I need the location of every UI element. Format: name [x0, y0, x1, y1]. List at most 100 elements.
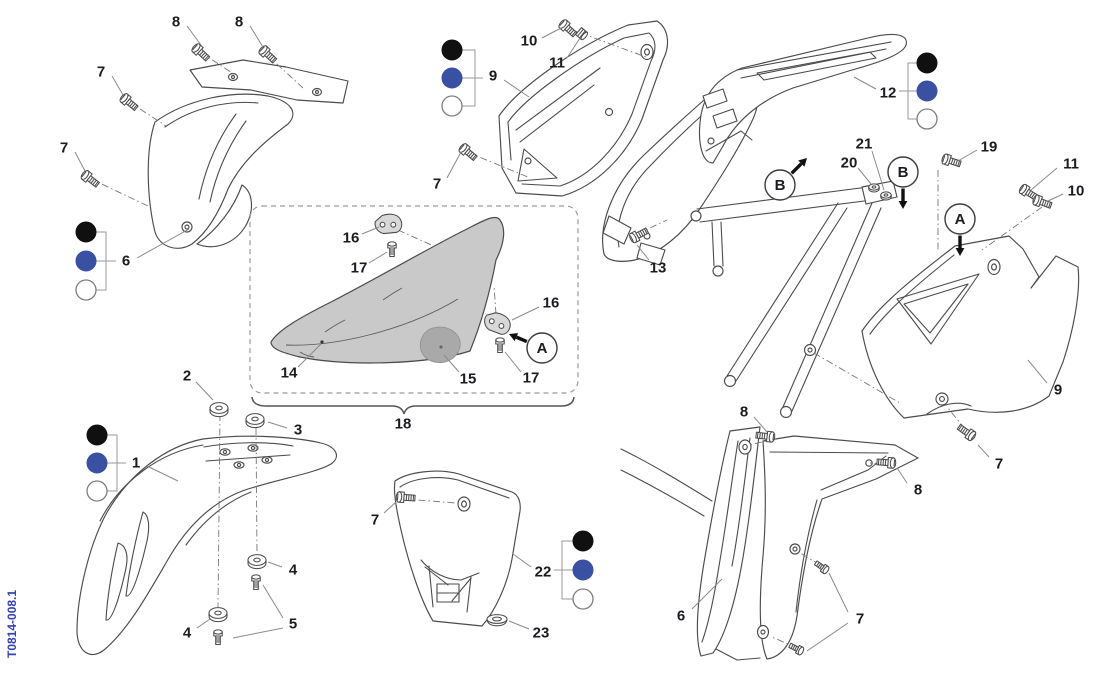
assembly-guide-line [255, 427, 258, 554]
callout-leader-line [267, 421, 288, 429]
part-callout-7: 7 [433, 176, 441, 193]
hex-bolt-icon [395, 491, 416, 504]
grommet-icon [486, 614, 508, 627]
part-callout-7: 7 [995, 456, 1003, 473]
washer-sm-icon [868, 183, 880, 193]
view-badge-letter-B: B [898, 164, 909, 181]
callout-leader-line [541, 27, 562, 39]
seat-drawing [270, 216, 505, 364]
assembly-guide-line [493, 285, 497, 315]
view-badge-letter-A: A [955, 211, 966, 228]
subframe-drawing [690, 180, 898, 419]
assembly-guide-line [981, 206, 1043, 251]
hex-bolt-icon [755, 430, 776, 443]
color-swatch-white [86, 480, 108, 502]
assembly-guide-line [813, 352, 901, 404]
part-callout-6: 6 [122, 253, 130, 270]
hex-bolt-icon [876, 456, 897, 469]
part-callout-7: 7 [60, 140, 68, 157]
callout-leader-line [297, 343, 322, 368]
callout-leader-line [195, 381, 214, 401]
screw-icon [251, 574, 261, 591]
color-options-group [86, 424, 126, 502]
color-swatch-white [916, 108, 938, 130]
hex-bolt-icon [1018, 183, 1039, 201]
part-callout-11: 11 [549, 55, 565, 72]
washer-sm-icon [880, 191, 892, 201]
view-badge-arrow-shaft [515, 335, 528, 344]
callout-leader-line [503, 79, 530, 98]
part-callout-10: 10 [1068, 183, 1085, 200]
callout-leader-line [806, 622, 849, 652]
callout-leader-line [74, 151, 86, 172]
callout-leader-line [262, 584, 284, 619]
part-callout-23: 23 [533, 625, 550, 642]
callout-leader-line [249, 25, 264, 48]
hex-bolt-icon [629, 227, 650, 244]
callout-leader-line [1030, 167, 1058, 191]
assembly-guide-line [217, 413, 221, 608]
color-swatch-blue [916, 80, 938, 102]
color-options-group [75, 221, 116, 301]
callout-leader-line [186, 25, 202, 46]
hex-bolt-icon [941, 153, 962, 168]
screw-icon [213, 629, 223, 646]
screw-icon [813, 560, 830, 575]
front-fender-drawing [76, 435, 338, 656]
seat-reference-point [320, 340, 324, 344]
color-swatch-white [572, 588, 594, 610]
part-callout-20: 20 [841, 155, 858, 172]
view-badge-arrow-shaft [790, 162, 803, 175]
hex-bolt-icon [191, 43, 211, 62]
view-badge-letter-A: A [537, 340, 548, 357]
screw-icon [495, 337, 505, 354]
callout-leader-line [896, 467, 908, 484]
front-number-plate-drawing [393, 470, 521, 627]
color-options-group [441, 39, 483, 117]
color-swatch-blue [75, 250, 97, 272]
color-swatch-white [75, 279, 97, 301]
part-callout-2: 2 [183, 368, 191, 385]
callout-leader-line [146, 465, 179, 482]
part-callout-8: 8 [235, 14, 243, 31]
color-swatch-black [441, 39, 463, 61]
part-callout-4: 4 [183, 625, 192, 642]
color-options-group [899, 52, 938, 130]
part-callout-10: 10 [521, 33, 538, 50]
document-code: T0814-008.1 [5, 590, 19, 658]
part-callout-9: 9 [489, 68, 497, 85]
callout-leader-line [508, 620, 530, 630]
view-badge-arrowhead [955, 248, 965, 256]
front-fork-guard-drawing [147, 59, 349, 249]
callout-leader-line [828, 572, 849, 613]
callout-leader-line [111, 75, 124, 96]
view-badge-circle-B [764, 169, 796, 201]
part-callout-19: 19 [981, 139, 998, 156]
view-badge-arrowhead [509, 333, 519, 342]
seat-pad-detail [419, 326, 461, 364]
part-callout-17: 17 [351, 260, 368, 277]
callout-leader-line [368, 251, 388, 264]
part-callout-11: 11 [1063, 156, 1079, 173]
left-side-panel-drawing [498, 20, 669, 197]
screw-icon [788, 642, 805, 656]
callout-leader-line [636, 244, 650, 261]
part-callout-3: 3 [294, 422, 302, 439]
seat-bracket-icon [374, 213, 403, 235]
callout-leader-line [566, 37, 581, 59]
view-badge-arrowhead [898, 201, 908, 209]
callout-leader-line [446, 151, 462, 179]
color-swatch-blue [86, 452, 108, 474]
assembly-guide-line [265, 53, 304, 89]
washer-icon [208, 607, 228, 623]
callout-leader-line [957, 149, 978, 162]
hex-bolt-icon [258, 45, 278, 64]
washer-icon [247, 554, 267, 570]
hex-bolt-icon [1032, 194, 1053, 209]
part-callout-12: 12 [880, 85, 897, 102]
callout-leader-line [383, 501, 397, 514]
part-callout-15: 15 [460, 371, 477, 388]
part-callout-8: 8 [740, 404, 748, 421]
